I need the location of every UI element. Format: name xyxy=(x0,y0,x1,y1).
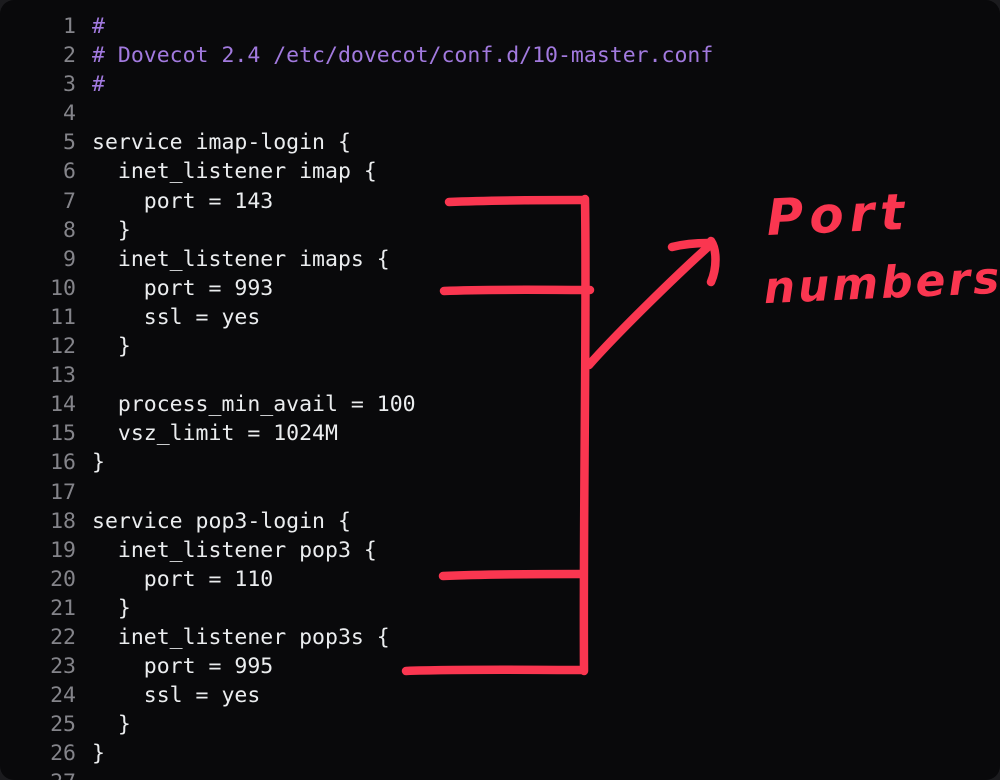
code-line: 22 inet_listener pop3s { xyxy=(0,623,1000,652)
line-number: 14 xyxy=(50,392,76,418)
line-text: inet_listener pop3 { xyxy=(92,537,377,563)
code-line: 14 process_min_avail = 100 xyxy=(0,390,1000,419)
line-number: 19 xyxy=(50,537,76,563)
line-number: 7 xyxy=(63,188,76,214)
line-number: 27 xyxy=(0,768,76,780)
line-text: port = 995 xyxy=(92,654,274,680)
code-line: 15 vsz_limit = 1024M xyxy=(0,419,1000,448)
line-number: 24 xyxy=(50,683,76,709)
line-text: # xyxy=(92,72,105,98)
line-text: # xyxy=(92,14,105,39)
line-number: 18 xyxy=(50,508,76,534)
line-text: service pop3-login { xyxy=(92,508,351,534)
line-number: 15 xyxy=(50,421,76,447)
code-line: 19 inet_listener pop3 { xyxy=(0,536,1000,565)
line-text xyxy=(76,361,92,390)
code-line: 11 ssl = yes xyxy=(0,303,1000,332)
line-text xyxy=(76,478,92,507)
line-number: 1 xyxy=(63,14,76,39)
code-line: 2 # Dovecot 2.4 /etc/dovecot/conf.d/10-m… xyxy=(0,41,1000,70)
line-number: 6 xyxy=(63,159,76,185)
line-text: port = 110 xyxy=(92,566,274,592)
code-line: 10 port = 993 xyxy=(0,274,1000,303)
line-number: 22 xyxy=(50,624,76,650)
code-line: 16 } xyxy=(0,448,1000,477)
code-line: 23 port = 995 xyxy=(0,652,1000,681)
line-number: 25 xyxy=(50,712,76,738)
line-text: } xyxy=(92,595,131,621)
code-line: 6 inet_listener imap { xyxy=(0,157,1000,186)
line-text: process_min_avail = 100 xyxy=(92,392,416,418)
line-number: 12 xyxy=(50,334,76,360)
code-line: 12 } xyxy=(0,332,1000,361)
line-number: 21 xyxy=(50,595,76,621)
code-line: 25 } xyxy=(0,710,1000,739)
code-line: 3 # xyxy=(0,70,1000,99)
code-line: 9 inet_listener imaps { xyxy=(0,245,1000,274)
line-text: service imap-login { xyxy=(92,130,351,156)
code-line: 18 service pop3-login { xyxy=(0,507,1000,536)
line-number: 17 xyxy=(50,479,76,505)
line-text: # Dovecot 2.4 /etc/dovecot/conf.d/10-mas… xyxy=(92,43,714,69)
line-number: 10 xyxy=(50,275,76,301)
line-text: } xyxy=(92,741,105,767)
line-text xyxy=(76,768,92,780)
line-number: 4 xyxy=(63,101,76,127)
line-number: 23 xyxy=(50,654,76,680)
code-line: 21 } xyxy=(0,594,1000,623)
code-line: 7 port = 143 xyxy=(0,187,1000,216)
line-text: ssl = yes xyxy=(92,683,261,709)
code-line: 26 } xyxy=(0,739,1000,768)
line-text: } xyxy=(92,712,131,738)
line-number: 3 xyxy=(63,72,76,98)
line-text: ssl = yes xyxy=(92,304,261,330)
line-number: 2 xyxy=(63,43,76,69)
line-text: } xyxy=(92,334,131,360)
line-text: port = 993 xyxy=(92,275,274,301)
line-number: 5 xyxy=(63,130,76,156)
line-number: 16 xyxy=(50,450,76,476)
line-text: vsz_limit = 1024M xyxy=(92,421,338,447)
code-line: 17 xyxy=(0,478,1000,507)
code-lines: 1 # 2 # Dovecot 2.4 /etc/dovecot/conf.d/… xyxy=(0,12,1000,780)
line-number: 11 xyxy=(50,304,76,330)
line-text: port = 143 xyxy=(92,188,274,214)
code-line: 20 port = 110 xyxy=(0,565,1000,594)
line-number: 13 xyxy=(50,363,76,389)
line-number: 26 xyxy=(50,741,76,767)
code-line: 24 ssl = yes xyxy=(0,681,1000,710)
line-text: inet_listener pop3s { xyxy=(92,624,390,650)
line-text: } xyxy=(92,450,105,476)
line-text: } xyxy=(92,217,131,243)
code-line: 1 # xyxy=(0,12,1000,41)
line-number: 9 xyxy=(63,246,76,272)
line-text: inet_listener imaps { xyxy=(92,246,390,272)
line-text xyxy=(76,99,92,128)
line-number: 8 xyxy=(63,217,76,243)
line-text: inet_listener imap { xyxy=(92,159,377,185)
line-number: 20 xyxy=(50,566,76,592)
code-line: 4 xyxy=(0,99,1000,128)
code-line: 5 service imap-login { xyxy=(0,128,1000,157)
code-line: 27 xyxy=(0,768,1000,780)
code-line: 13 xyxy=(0,361,1000,390)
code-line: 8 } xyxy=(0,216,1000,245)
